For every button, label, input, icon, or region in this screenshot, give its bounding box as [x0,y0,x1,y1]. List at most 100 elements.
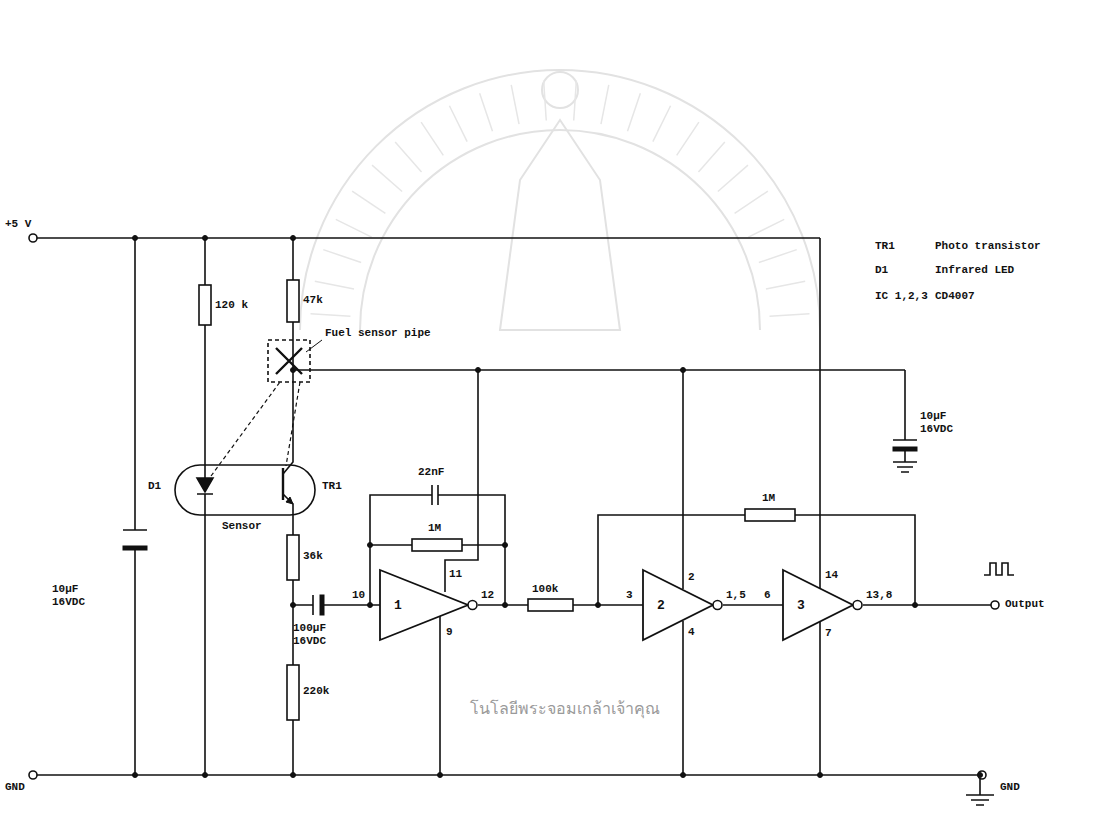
capacitor-symbol [123,238,147,775]
capacitor-plate [320,595,324,615]
watermark-ray [759,250,797,263]
component-label: 36k [303,550,323,563]
watermark-ray [395,142,421,172]
watermark-ray [511,85,519,124]
wire [682,370,684,775]
pin-number: 6 [764,589,771,602]
watermark-ray [323,250,361,263]
pin-number: 9 [446,626,453,639]
watermark-ray [653,106,671,142]
parts-key: D1 [875,264,888,277]
ground-rail [37,774,978,776]
resistor-symbol [287,535,299,580]
watermark-ray [352,191,385,213]
component-label: 1M [762,492,775,505]
inversion-bubble [468,601,477,610]
resistor-symbol [199,285,211,325]
gate-number: 3 [797,598,805,613]
resistor-symbol [287,665,299,720]
resistor-symbol [412,539,462,551]
wire [723,604,783,606]
component-label: Output [1005,598,1045,611]
watermark-ray [735,191,768,213]
watermark-ray [480,93,493,131]
pin-number: 13,8 [866,589,892,602]
gate-triangle [783,570,853,640]
watermark-ray [574,81,577,121]
component-label: 22nF [418,466,444,479]
watermark-ray [336,219,372,237]
pin-number: 2 [688,571,695,584]
terminal [991,601,999,609]
inverter-gate: 2 [643,570,723,640]
pin-number: 11 [449,568,462,581]
pin-number: 14 [825,569,838,582]
component-label: 100µF 16VDC [293,622,343,647]
watermark-ray [421,122,443,155]
component-label: 120 k [215,299,248,312]
terminal [29,234,37,242]
capacitor-plate [123,546,147,550]
wire [819,238,821,775]
pin-number: 4 [688,626,695,639]
pulse-symbol [984,563,1014,575]
led-symbol [197,478,213,494]
parts-key: IC 1,2,3 [875,290,928,303]
component-label: 220k [303,685,329,698]
pin-number: 10 [352,589,365,602]
watermark-ray [372,165,402,191]
gate-outline [783,570,863,640]
watermark-ray [628,93,641,131]
watermark-ray [315,281,354,289]
sensor-outline [175,465,315,515]
gate-number: 1 [394,598,402,613]
inverter-gate: 3 [783,570,863,640]
inverter-gate: 1 [380,570,478,640]
leader-line [306,340,322,352]
component-label: D1 [148,480,161,493]
fan-symbol [276,348,302,374]
supply-rail [37,237,820,239]
pin-number: 12 [481,589,494,602]
resistor-symbol [528,599,573,611]
capacitor-plate [893,447,917,451]
parts-key: TR1 [875,240,895,253]
watermark-emblem [300,70,820,330]
resistor-symbol [745,509,795,521]
component-label: 47k [303,294,323,307]
resistor-symbol [287,280,299,322]
gate-triangle [643,570,713,640]
terminal [29,771,37,779]
watermark-ray [698,142,724,172]
ground-symbol [966,775,994,805]
component-label: 10µF 16VDC [52,583,114,608]
watermark-ray [770,314,810,317]
inversion-bubble [713,601,722,610]
phototransistor-symbol [282,468,284,500]
component-label: GND [5,781,25,794]
component-label: GND [1000,781,1020,794]
component-label: 1M [428,522,441,535]
gate-outline [643,570,723,640]
capacitor-symbol [893,370,917,472]
watermark-ray [544,81,547,121]
pin-number: 3 [626,589,633,602]
light-path [211,382,300,476]
watermark-ray [766,281,805,289]
gate-number: 2 [657,598,665,613]
pin-number: 1,5 [726,589,746,602]
watermark-ray [748,219,784,237]
parts-key: Photo transistor [935,240,1041,253]
parts-key: CD4007 [935,290,975,303]
watermark-ray [718,165,748,191]
emitter-arrow [286,497,293,504]
component-label: TR1 [322,480,342,493]
component-label: 10µF 16VDC [920,410,982,435]
wire [293,595,380,615]
terminal [978,771,986,779]
component-label: 100k [532,583,558,596]
gate-triangle [380,570,468,640]
inversion-bubble [853,601,862,610]
fuel-pipe-outline [268,340,310,382]
watermark-ray [677,122,699,155]
